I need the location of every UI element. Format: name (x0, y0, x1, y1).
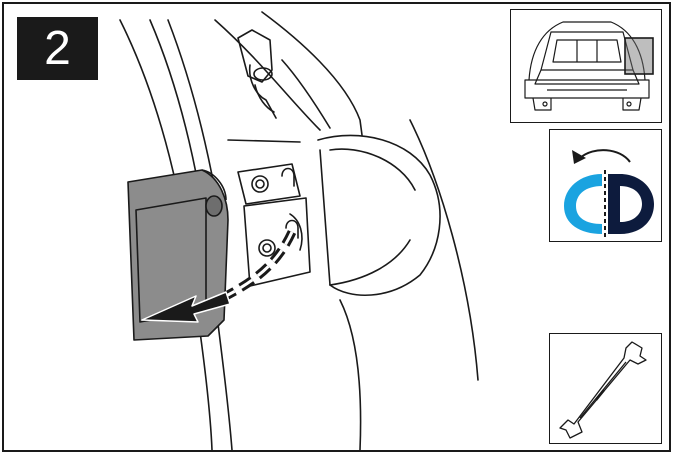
flip-panel-rotate-icon (550, 130, 663, 243)
location-panel (510, 9, 662, 123)
trim-removal-tool-icon (550, 334, 663, 445)
flip-panel (549, 129, 662, 242)
tool-panel (549, 333, 662, 444)
car-rear-view-location-icon (511, 10, 663, 124)
